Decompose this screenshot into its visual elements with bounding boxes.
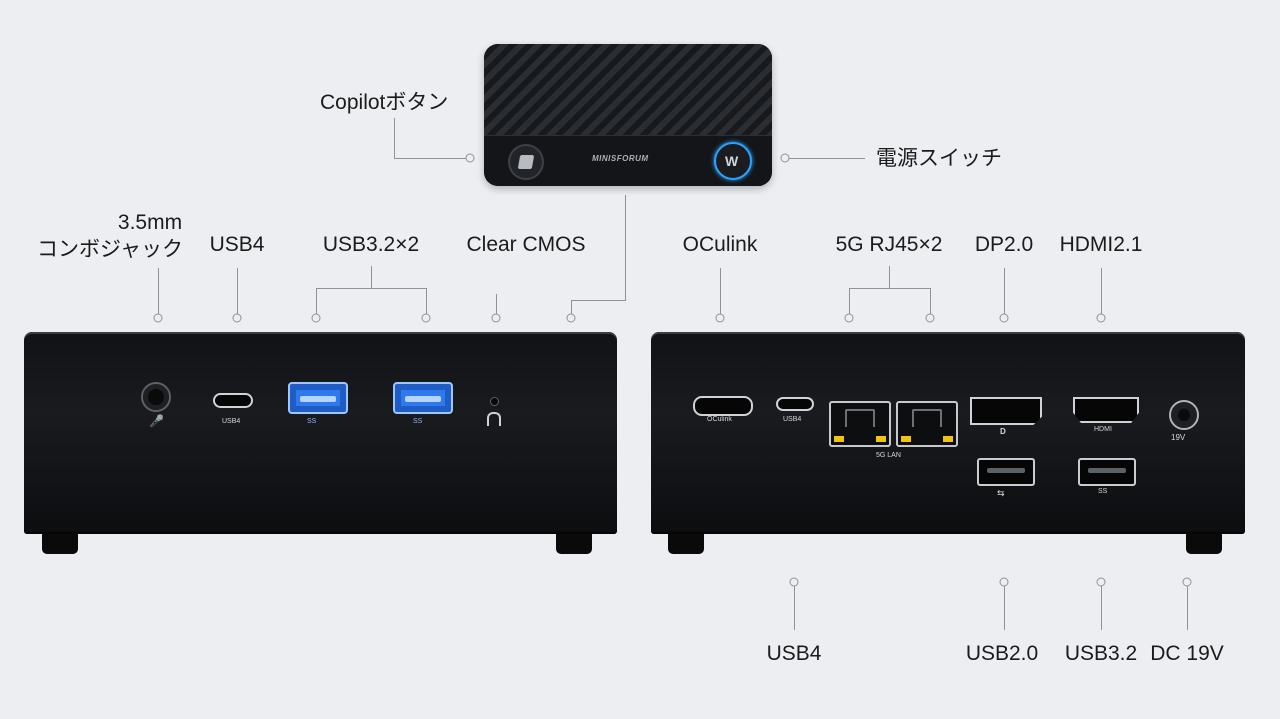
lan-port-1: [829, 401, 891, 447]
dot-audio: [153, 313, 163, 323]
leader-oculink: [720, 268, 721, 314]
leader-lan-h: [849, 288, 930, 289]
oculink-port: [693, 396, 753, 416]
hdmi-label: HDMI2.1: [1059, 233, 1143, 256]
audio-jack: [141, 382, 171, 412]
dp-port: [970, 397, 1042, 425]
leader-usb20: [1004, 586, 1005, 630]
leader-copilot-h: [394, 158, 470, 159]
power-label: 電源スイッチ: [876, 147, 1002, 170]
leader-power: [789, 158, 865, 159]
dc-print: 19V: [1171, 433, 1186, 442]
foot-rear-left: [668, 534, 704, 554]
dc-jack: [1169, 400, 1199, 430]
audio-label-line1: 3.5mm: [117, 211, 183, 234]
leader-dc: [1187, 586, 1188, 630]
brand-logo: MINISFORUM: [592, 154, 649, 163]
dc-label: DC 19V: [1150, 642, 1224, 665]
leader-usb32x2-h: [316, 288, 426, 289]
power-logo-icon: W: [725, 153, 739, 169]
leader-copilot: [394, 118, 395, 158]
foot-front-right: [556, 534, 592, 554]
leader-audio: [158, 268, 159, 314]
clear-cmos-hole: [490, 397, 499, 406]
leader-lan-r: [930, 288, 931, 314]
dot-hdmi: [1096, 313, 1106, 323]
leader-front-usb4: [237, 268, 238, 314]
rear-usb4-print: USB4: [783, 416, 802, 423]
leader-lan-l: [849, 288, 850, 314]
headset-icon: 🎤: [149, 414, 164, 428]
front-usb4-label: USB4: [209, 233, 265, 256]
front-usb4-port: [213, 393, 253, 408]
leader-usb32x2-l: [316, 288, 317, 314]
front-usb4-print: USB4: [222, 418, 241, 425]
front-usb32-port-2: [393, 382, 453, 414]
lan-port-2: [896, 401, 958, 447]
dp-icon: D: [1000, 427, 1006, 436]
dot-oculink: [715, 313, 725, 323]
usb32x2-label: USB3.2×2: [322, 233, 420, 256]
dot-front-usb4: [232, 313, 242, 323]
dot-cmos-top: [566, 313, 576, 323]
leader-rear-usb32: [1101, 586, 1102, 630]
oculink-print: OCulink: [707, 416, 732, 423]
dot-dp: [999, 313, 1009, 323]
hdmi-port: [1073, 397, 1139, 423]
usb20-port: [977, 458, 1035, 486]
dot-cmos: [491, 313, 501, 323]
front-usb32-port-1: [288, 382, 348, 414]
hdmi-print: HDMI: [1094, 426, 1112, 433]
front-usb32-print-1: SS: [307, 418, 317, 425]
dot-lan-2: [925, 313, 935, 323]
dot-copilot: [465, 153, 475, 163]
usb20-label: USB2.0: [965, 642, 1039, 665]
clear-cmos-label: Clear CMOS: [466, 233, 586, 256]
lan-print: 5G LAN: [876, 452, 901, 459]
rear-usb32-label: USB3.2: [1064, 642, 1138, 665]
leader-usb32x2-r: [426, 288, 427, 314]
leader-cmos-top-v: [625, 195, 626, 301]
copilot-label: Copilotボタン: [320, 91, 449, 114]
leader-cmos: [496, 294, 497, 314]
leader-rear-usb4: [794, 586, 795, 630]
leader-usb32x2-v: [371, 266, 372, 288]
rear-usb32-print: SS: [1098, 488, 1108, 495]
rear-usb4-label: USB4: [766, 642, 822, 665]
rear-usb4-port: [776, 397, 814, 411]
leader-hdmi: [1101, 268, 1102, 314]
device-top-view: MINISFORUM W: [484, 44, 772, 186]
foot-front-left: [42, 534, 78, 554]
power-button-device: W: [714, 142, 752, 180]
leader-lan-v: [889, 266, 890, 288]
leader-cmos-top-v2: [571, 300, 572, 317]
dp-label: DP2.0: [974, 233, 1034, 256]
oculink-label: OCulink: [682, 233, 758, 256]
top-texture: [484, 44, 772, 142]
dot-lan-1: [844, 313, 854, 323]
copilot-icon: [517, 155, 535, 169]
device-front-view: [24, 332, 617, 534]
leader-cmos-top-h: [571, 300, 625, 301]
usb20-icon: ⇆: [997, 488, 1005, 498]
rear-usb32-port: [1078, 458, 1136, 486]
dot-usb32-1: [311, 313, 321, 323]
front-usb32-print-2: SS: [413, 418, 423, 425]
leader-dp: [1004, 268, 1005, 314]
copilot-button-device: [508, 144, 544, 180]
dot-usb32-2: [421, 313, 431, 323]
foot-rear-right: [1186, 534, 1222, 554]
clear-cmos-icon: [487, 412, 501, 426]
lan-label: 5G RJ45×2: [835, 233, 943, 256]
audio-label-line2: コンボジャック: [37, 238, 183, 261]
